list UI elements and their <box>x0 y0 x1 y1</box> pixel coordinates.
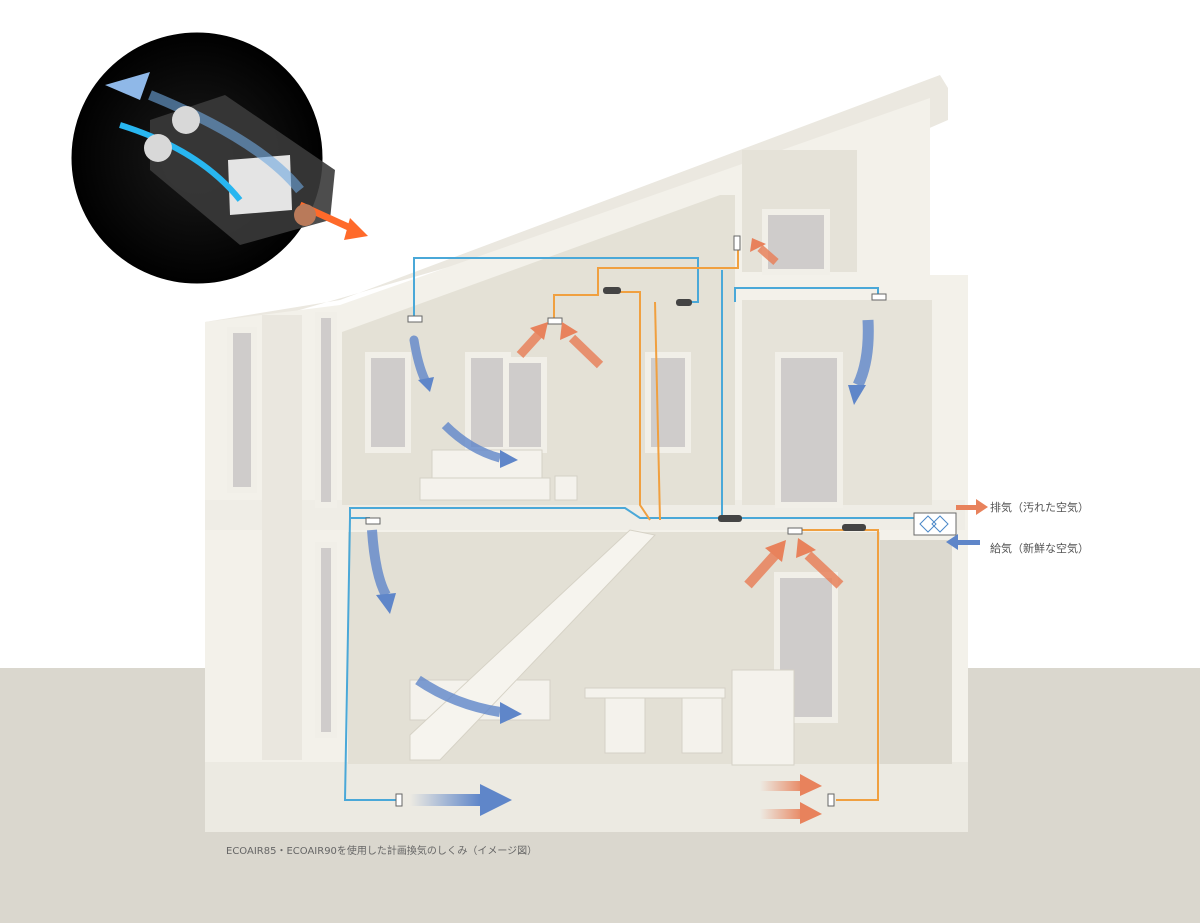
stairwell-left <box>262 315 302 760</box>
legend-exhaust-label: 排気（汚れた空気） <box>990 501 1089 514</box>
roof <box>205 75 948 330</box>
window <box>645 352 691 453</box>
duct-port <box>144 134 172 162</box>
chair <box>604 697 646 754</box>
inset-exhaust-flow <box>148 90 304 194</box>
legend-supply-label: 給気（新鮮な空気） <box>990 542 1089 555</box>
exhaust-airflow-arrows <box>516 238 988 824</box>
window <box>315 542 337 738</box>
heat-exchange-core <box>228 155 292 215</box>
inset-orange-arrowhead <box>344 218 368 240</box>
window <box>315 312 337 508</box>
unit-inset <box>66 27 368 289</box>
chair <box>681 697 723 754</box>
nightstand <box>554 475 578 501</box>
rooms <box>262 150 952 764</box>
duct-port <box>294 204 316 226</box>
windows <box>227 209 843 738</box>
exhaust-ducts <box>553 245 879 801</box>
inset-exhaust-arrowhead <box>105 72 150 100</box>
duct-fittings <box>603 287 866 531</box>
window <box>365 352 411 453</box>
supply-ducts <box>343 257 915 801</box>
vents <box>365 235 887 807</box>
ground-floor-base <box>205 762 968 832</box>
supply-airflow-arrows <box>367 319 980 816</box>
figure-caption: ECOAIR85・ECOAIR90を使用した計画換気のしくみ（イメージ図） <box>226 846 538 857</box>
door <box>775 352 843 508</box>
duct-port <box>172 106 200 134</box>
bed <box>419 477 551 501</box>
upper-bedroom <box>342 195 735 505</box>
window <box>503 357 547 453</box>
inset-supply-arrow <box>119 122 243 202</box>
dining-table <box>584 687 726 699</box>
heat-exchanger-unit <box>913 512 957 536</box>
storage-room <box>880 540 952 764</box>
kitchen-counter <box>731 669 795 766</box>
window <box>227 327 257 493</box>
window <box>465 352 511 453</box>
